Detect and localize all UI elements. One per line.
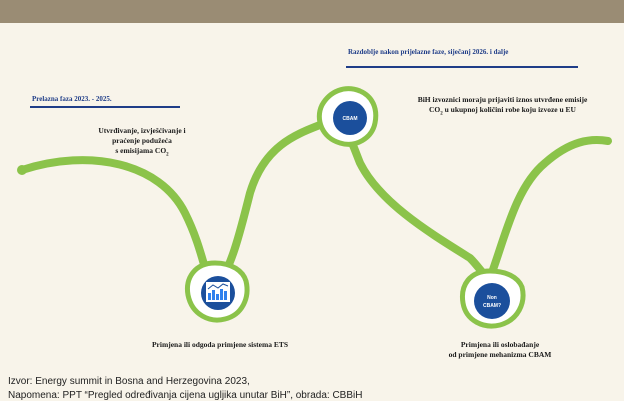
cbam-label: CBAM (343, 116, 358, 122)
phase-underline-transition (30, 106, 180, 108)
exporters-line1: BiH izvoznici moraju prijaviti iznos utv… (417, 95, 588, 104)
non-cbam-caption-line1: Primjena ili oslobađanje (460, 340, 540, 349)
phase-label-transition: Prelazna faza 2023. - 2025. (32, 95, 112, 103)
ets-node (184, 260, 250, 323)
monitoring-description: Utvrđivanje, izvješćivanje i praćenje po… (82, 126, 202, 158)
exporters-line2: CO2 u ukupnoj količini robe koju izvoze … (429, 105, 576, 117)
exporters-description: BiH izvoznici moraju prijaviti iznos utv… (385, 95, 620, 117)
footer-source: Izvor: Energy summit in Bosna and Herzeg… (8, 376, 250, 387)
monitoring-line3: s emisijama CO2 (115, 146, 169, 158)
phase-underline-post-transition (346, 66, 578, 68)
non-cbam-node: Non CBAM? (459, 268, 526, 329)
non-cbam-caption: Primjena ili oslobađanje od primjene meh… (420, 340, 580, 360)
curve-start-dot (17, 165, 27, 175)
timeline-diagram: CBAM Non CBAM? (17, 86, 612, 329)
monitoring-line2: praćenje podužeća (112, 136, 172, 145)
phase-label-post-transition: Razdoblje nakon prijelazne faze, siječan… (348, 48, 509, 56)
ets-caption: Primjena ili odgoda primjene sistema ETS (151, 340, 289, 349)
top-banner (0, 0, 624, 23)
non-cbam-caption-line2: od primjene mehanizma CBAM (448, 350, 552, 359)
footer-note: Napomena: PPT “Pregled određivanja cijen… (8, 390, 363, 401)
monitoring-line1: Utvrđivanje, izvješćivanje i (98, 126, 186, 135)
non-cbam-label-line1: Non (487, 295, 497, 301)
cbam-node: CBAM (316, 86, 379, 147)
bar-chart-icon (206, 282, 230, 302)
non-cbam-label-line2: CBAM? (483, 303, 501, 309)
